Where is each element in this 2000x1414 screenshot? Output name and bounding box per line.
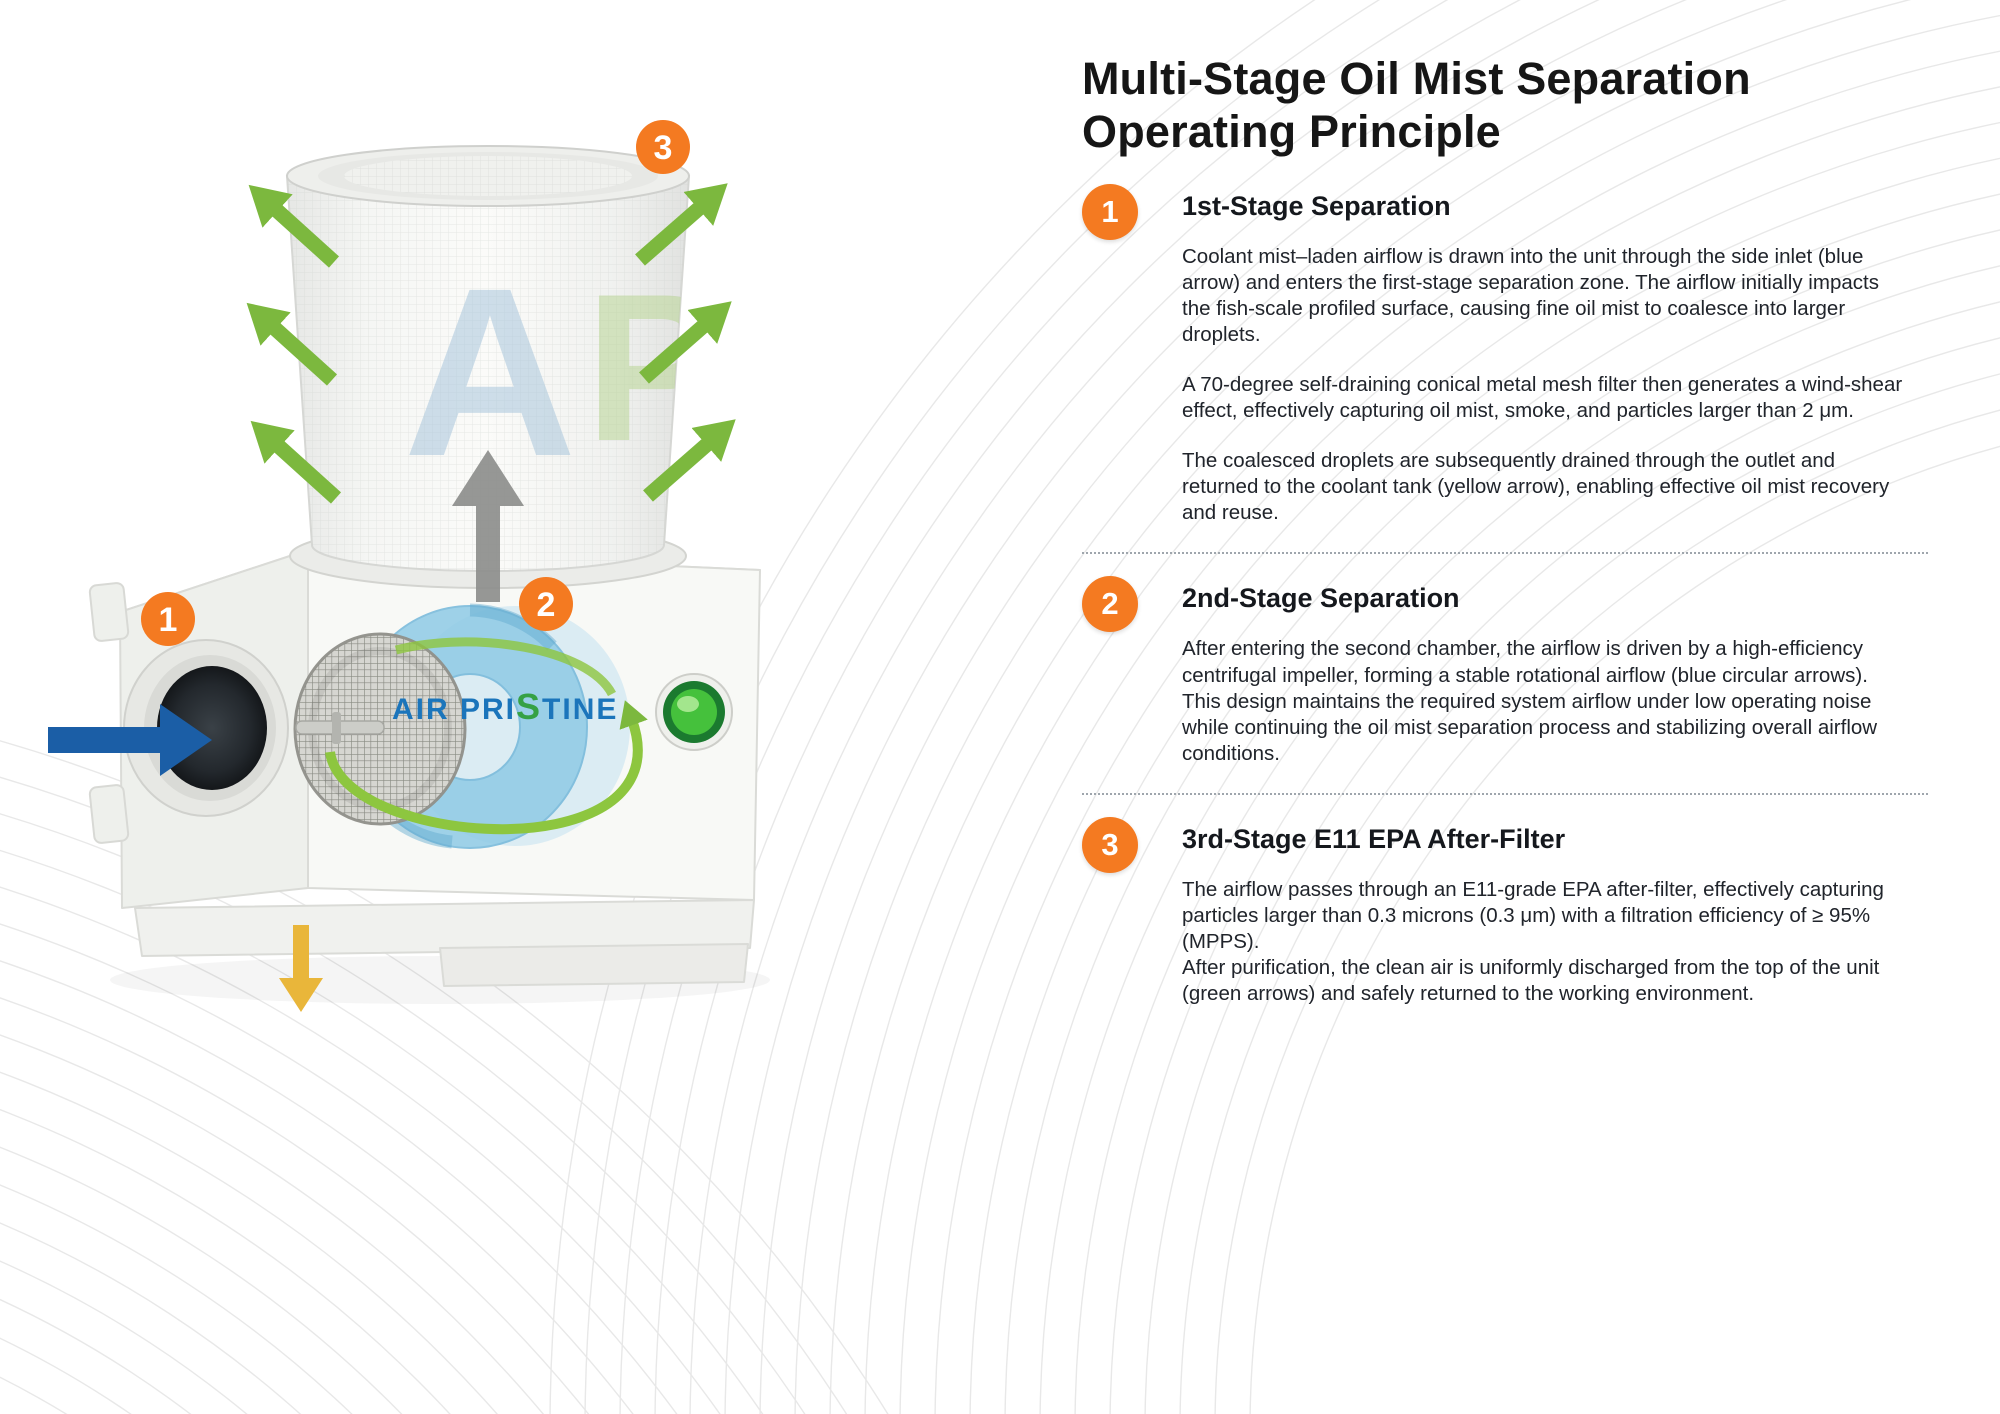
brand-prefix: AIR PRI	[392, 693, 516, 726]
diagram-badge-1-number: 1	[159, 601, 178, 639]
cylinder-mesh-texture	[287, 176, 689, 571]
cylinder-top-mesh	[344, 156, 632, 196]
stage-1-paragraph: Coolant mist–laden airflow is drawn into…	[1182, 245, 1879, 347]
page-title: Multi-Stage Oil Mist Separation Operatin…	[1082, 52, 1930, 158]
filter-cylinder: A P	[285, 145, 691, 589]
exhaust-arrows	[246, 183, 736, 504]
mounting-lug-top	[88, 582, 130, 642]
box-base	[134, 899, 755, 957]
drain-arrow-icon	[279, 925, 323, 1012]
axle-clamp	[332, 712, 341, 744]
green-exhaust-arrow-left-3	[250, 420, 342, 504]
page-title-line1: Multi-Stage Oil Mist Separation	[1082, 53, 1751, 104]
page-title-line2: Operating Principle	[1082, 106, 1501, 158]
section-stage-2: 2 2nd-Stage Separation After entering th…	[1082, 576, 1930, 772]
stage-2-heading: 2nd-Stage Separation	[1182, 583, 1460, 614]
green-exhaust-arrow-left-1	[248, 184, 340, 268]
stage-2-badge-number: 2	[1101, 586, 1119, 622]
green-exhaust-arrow-left-2	[246, 302, 338, 386]
stage-3-badge-number: 3	[1101, 826, 1119, 862]
stage-1-paragraph: A 70-degree self-draining conical metal …	[1182, 373, 1903, 423]
updraft-arrow-icon	[452, 450, 524, 602]
stage-1-heading: 1st-Stage Separation	[1182, 191, 1451, 222]
stage-3-body: 3rd-Stage E11 EPA After-Filter The airfl…	[1182, 817, 1906, 1013]
stage-1-paragraph: The coalesced droplets are subsequently …	[1182, 449, 1890, 525]
diagram-stage-badges: 1 2 3	[141, 120, 690, 646]
green-exhaust-arrow-right-2	[639, 301, 732, 384]
stage-1-badge: 1	[1082, 184, 1138, 241]
mounting-lug-bottom	[88, 784, 130, 844]
device-diagram: AIR PRISTINE A P	[48, 120, 770, 1012]
drain-tray	[439, 943, 749, 987]
stage-1-body: 1st-Stage Separation Coolant mist–laden …	[1182, 184, 1906, 532]
content-panel: Multi-Stage Oil Mist Separation Operatin…	[1082, 52, 1930, 1013]
inlet-arrow-icon	[48, 704, 212, 776]
stage-3-heading: 3rd-Stage E11 EPA After-Filter	[1182, 823, 1566, 854]
impeller-blade	[469, 603, 557, 651]
stage-3-badge: 3	[1082, 816, 1138, 873]
diagram-badge-1	[141, 592, 195, 646]
brand-logo: AIR PRISTINE	[392, 686, 618, 727]
button-highlight	[677, 696, 699, 712]
rotation-swoosh-back	[394, 637, 616, 697]
stage-2-body: 2nd-Stage Separation After entering the …	[1182, 576, 1906, 772]
brand-s-swirl: S	[516, 686, 542, 727]
dotted-divider	[1082, 552, 1928, 555]
power-button	[655, 673, 733, 751]
diagram-badge-3-number: 3	[654, 129, 673, 167]
rotation-swoosh-icon	[325, 700, 648, 835]
stage-1-badge-number: 1	[1101, 194, 1119, 230]
diagram-badge-3	[636, 120, 690, 174]
stage-3-paragraph: The airflow passes through an E11-grade …	[1182, 877, 1884, 1005]
section-stage-1: 1 1st-Stage Separation Coolant mist–lade…	[1082, 184, 1930, 532]
green-exhaust-arrow-right-3	[643, 419, 736, 502]
stage-2-paragraph: After entering the second chamber, the a…	[1182, 637, 1878, 765]
dotted-divider	[1082, 792, 1928, 795]
green-exhaust-arrow-right-1	[635, 183, 728, 266]
diagram-badge-2	[519, 577, 573, 631]
stage-2-badge: 2	[1082, 576, 1138, 633]
section-stage-3: 3 3rd-Stage E11 EPA After-Filter The air…	[1082, 816, 1930, 1013]
impeller-assembly	[293, 603, 630, 849]
diagram-badge-2-number: 2	[537, 586, 556, 624]
brand-suffix: TINE	[542, 693, 618, 726]
